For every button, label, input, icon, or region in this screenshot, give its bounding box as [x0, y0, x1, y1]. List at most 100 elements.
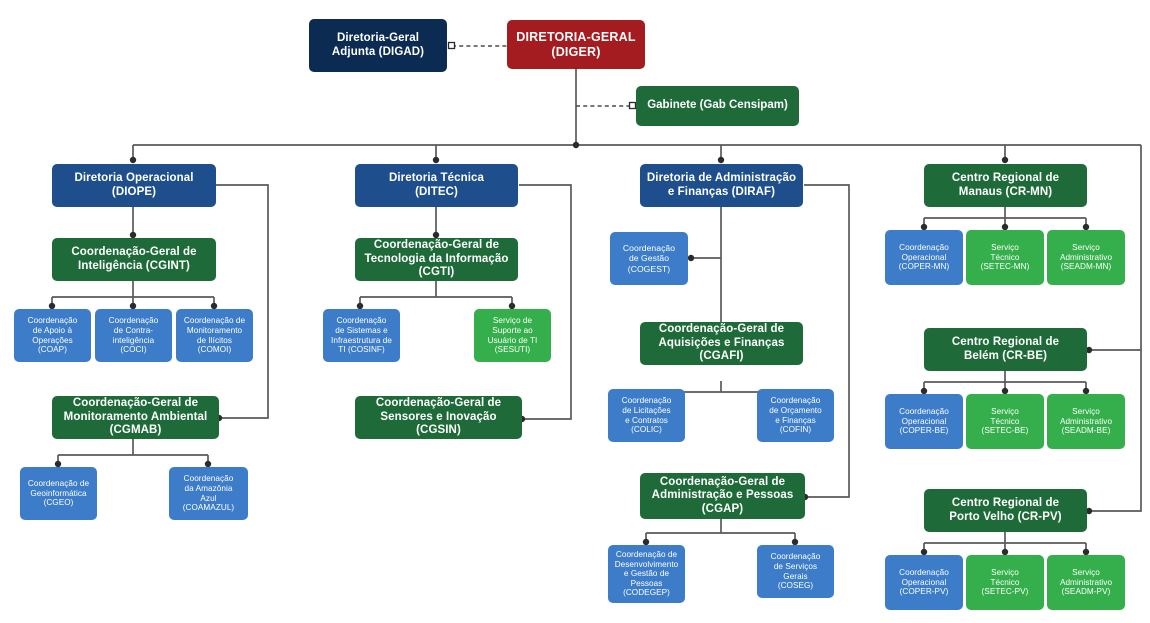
node-diger[interactable]: DIRETORIA-GERAL (DIGER): [507, 20, 645, 69]
node-coseg-line2: de Serviços: [773, 561, 818, 571]
node-seadm-mn-line1: Serviço: [1072, 243, 1100, 253]
node-crbe-line2: Belém (CR-BE): [963, 349, 1048, 362]
node-cofin-line3: e Finanças: [775, 415, 816, 425]
link-crbe-children: [923, 371, 1087, 393]
node-cgmab-line2: Monitoramento Ambiental: [63, 410, 208, 423]
node-setec-mn[interactable]: Serviço Técnico (SETEC-MN): [966, 230, 1044, 285]
node-cgti-line1: Coordenação-Geral de: [373, 239, 500, 252]
node-seadm-pv-line1: Serviço: [1072, 568, 1100, 578]
node-codegep-line3: e Gestão de: [623, 569, 670, 579]
node-colic[interactable]: Coordenação de Licitações e Contratos (C…: [608, 389, 685, 442]
node-coper-mn-line1: Coordenação: [899, 243, 949, 253]
link-arrow-ditec: [432, 156, 440, 164]
node-cgsin[interactable]: Coordenação-Geral de Sensores e Inovação…: [355, 396, 522, 439]
node-coper-mn[interactable]: Coordenação Operacional (COPER-MN): [885, 230, 963, 285]
node-comoi-line1: Coordenação de: [183, 316, 246, 326]
node-cgeo-line3: (CGEO): [43, 498, 74, 508]
link-crpv-children: [923, 532, 1087, 554]
link-arrow-diraf: [717, 156, 725, 164]
node-ditec[interactable]: Diretoria Técnica (DITEC): [355, 164, 518, 207]
node-coci-line2: de Contra-: [113, 325, 154, 335]
node-setec-mn-line1: Serviço: [991, 243, 1019, 253]
node-diraf[interactable]: Diretoria de Administração e Finanças (D…: [640, 164, 803, 207]
node-coper-be-line1: Coordenação: [899, 407, 949, 417]
node-coamazul-line1: Coordenação: [183, 474, 234, 484]
node-sesuti-line1: Serviço de: [492, 316, 533, 326]
node-coper-be-line3: (COPER-BE): [899, 426, 949, 436]
node-coseg-line1: Coordenação: [770, 552, 821, 562]
node-coamazul[interactable]: Coordenação da Amazônia Azul (COAMAZUL): [169, 467, 248, 520]
node-cgti[interactable]: Coordenação-Geral de Tecnologia da Infor…: [355, 238, 518, 281]
node-comoi[interactable]: Coordenação de Monitoramento de Ilícitos…: [176, 309, 253, 362]
node-cosinf[interactable]: Coordenação de Sistemas e Infraestrutura…: [323, 309, 400, 362]
node-coap-line2: de Apoio à: [32, 325, 73, 335]
node-gabinete[interactable]: Gabinete (Gab Censipam): [636, 86, 799, 126]
link-arrow-crmn: [1001, 156, 1009, 164]
node-sesuti-line4: (SESUTI): [494, 345, 531, 355]
node-digad[interactable]: Diretoria-Geral Adjunta (DIGAD): [309, 19, 447, 72]
node-cgafi[interactable]: Coordenação-Geral de Aquisições e Finanç…: [640, 322, 803, 365]
node-cgint[interactable]: Coordenação-Geral de Inteligência (CGINT…: [52, 238, 216, 281]
node-codegep-line1: Coordenação de: [615, 550, 678, 560]
link-cgint-children: [51, 281, 215, 308]
node-cogest-line3: (COGEST): [627, 263, 671, 274]
node-codegep[interactable]: Coordenação de Desenvolvimento e Gestão …: [608, 545, 685, 603]
link-diope-cgmab: [216, 184, 269, 419]
node-cgap-line2: Administração e Pessoas: [651, 489, 794, 502]
node-seadm-be[interactable]: Serviço Administrativo (SEADM-BE): [1047, 394, 1125, 449]
node-cgsin-line1: Coordenação-Geral de: [375, 397, 502, 410]
node-sesuti-line2: Suporte ao: [492, 325, 533, 335]
node-diope-line2: (DIOPE): [111, 185, 157, 198]
node-seadm-mn-line2: Administrativo: [1059, 252, 1113, 262]
node-setec-pv-line3: (SETEC-PV): [981, 587, 1029, 597]
node-coper-pv-line1: Coordenação: [899, 568, 949, 578]
link-cgap-children: [645, 519, 796, 544]
node-cgsin-line2: Sensores e Inovação (CGSIN): [380, 410, 497, 437]
node-setec-be[interactable]: Serviço Técnico (SETEC-BE): [966, 394, 1044, 449]
link-rail-crpv: [1090, 145, 1142, 512]
node-seadm-pv-line3: (SEADM-PV): [1061, 587, 1111, 597]
link-cgmab-children: [57, 439, 209, 466]
node-seadm-pv[interactable]: Serviço Administrativo (SEADM-PV): [1047, 555, 1125, 610]
node-diope[interactable]: Diretoria Operacional (DIOPE): [52, 164, 216, 207]
node-cofin-line4: (COFIN): [779, 425, 812, 435]
node-coper-be[interactable]: Coordenação Operacional (COPER-BE): [885, 394, 963, 449]
node-seadm-be-line1: Serviço: [1072, 407, 1100, 417]
node-setec-pv-line2: Técnico: [990, 577, 1020, 587]
node-coper-be-line2: Operacional: [901, 416, 947, 426]
node-cofin[interactable]: Coordenação de Orçamento e Finanças (COF…: [757, 389, 834, 442]
node-seadm-mn[interactable]: Serviço Administrativo (SEADM-MN): [1047, 230, 1125, 285]
node-cogest[interactable]: Coordenação de Gestão (COGEST): [610, 232, 688, 285]
node-cgmab[interactable]: Coordenação-Geral de Monitoramento Ambie…: [52, 396, 219, 439]
node-codegep-line5: (CODEGEP): [623, 588, 670, 598]
node-cgint-line2: Inteligência (CGINT): [78, 259, 190, 272]
node-crmn[interactable]: Centro Regional de Manaus (CR-MN): [924, 164, 1087, 207]
node-coci-line3: inteligência: [112, 335, 155, 345]
node-crpv-line2: Porto Velho (CR-PV): [949, 510, 1062, 523]
node-seadm-pv-line2: Administrativo: [1059, 577, 1113, 587]
node-sesuti-line3: Usuário de TI: [487, 335, 538, 345]
node-coci[interactable]: Coordenação de Contra- inteligência (COC…: [95, 309, 172, 362]
node-crpv[interactable]: Centro Regional de Porto Velho (CR-PV): [924, 489, 1087, 532]
link-junction-diger: [572, 141, 580, 149]
node-cgeo[interactable]: Coordenação de Geoinformática (CGEO): [20, 467, 97, 520]
node-digad-line1: Diretoria-Geral: [336, 32, 420, 45]
node-setec-pv[interactable]: Serviço Técnico (SETEC-PV): [966, 555, 1044, 610]
node-digad-line2: Adjunta (DIGAD): [331, 45, 425, 58]
node-setec-be-line2: Técnico: [990, 416, 1020, 426]
node-crpv-line1: Centro Regional de: [951, 497, 1060, 510]
node-coseg-line3: Gerais: [783, 571, 808, 581]
node-coper-mn-line3: (COPER-MN): [898, 262, 950, 272]
node-cgap[interactable]: Coordenação-Geral de Administração e Pes…: [640, 473, 805, 519]
node-cgafi-line1: Coordenação-Geral de: [658, 323, 785, 336]
node-cgeo-line2: Geoinformática: [30, 488, 87, 498]
node-coper-pv[interactable]: Coordenação Operacional (COPER-PV): [885, 555, 963, 610]
node-sesuti[interactable]: Serviço de Suporte ao Usuário de TI (SES…: [474, 309, 551, 362]
node-colic-line4: (COLIC): [631, 425, 662, 435]
node-cofin-line2: de Orçamento: [769, 405, 822, 415]
node-diger-line2: (DIGER): [551, 44, 601, 59]
node-crbe[interactable]: Centro Regional de Belém (CR-BE): [924, 328, 1087, 371]
node-coseg[interactable]: Coordenação de Serviços Gerais (COSEG): [757, 545, 834, 598]
node-coap[interactable]: Coordenação de Apoio à Operações (COAP): [14, 309, 91, 362]
node-colic-line1: Coordenação: [621, 396, 672, 406]
